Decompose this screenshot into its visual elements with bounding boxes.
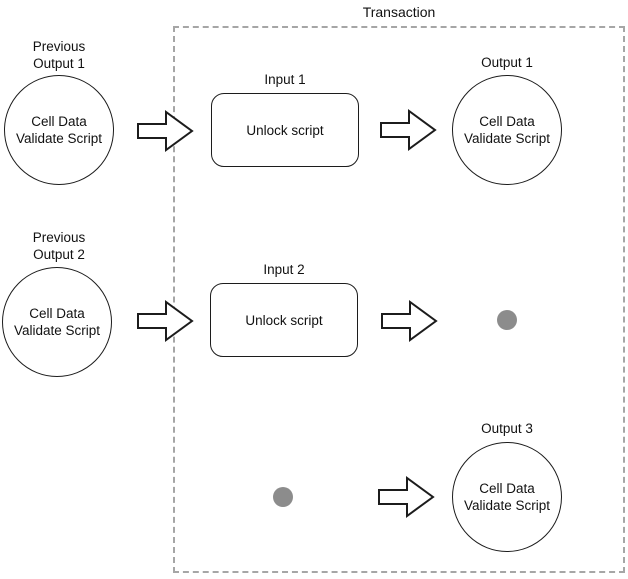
- input-1-body: Unlock script: [246, 122, 324, 138]
- previous-output-1-node: Cell Data Validate Script: [4, 75, 114, 185]
- output-1-body-line1: Cell Data: [479, 114, 535, 129]
- transaction-title: Transaction: [362, 4, 436, 20]
- previous-output-1-body-line1: Cell Data: [31, 114, 87, 129]
- output-3-node: Cell Data Validate Script: [452, 442, 562, 552]
- output-3-label: Output 3: [481, 421, 533, 436]
- input-1-label: Input 1: [264, 72, 306, 87]
- previous-output-2-body-line2: Validate Script: [13, 323, 101, 338]
- output-1-label: Output 1: [481, 55, 533, 70]
- omitted-output-dot-icon: [497, 310, 517, 330]
- previous-output-2-label-line1: Previous: [32, 230, 86, 245]
- previous-output-1-label-line1: Previous: [32, 39, 86, 54]
- arrow-right-icon: [380, 300, 438, 342]
- omitted-input-dot-icon: [273, 487, 293, 507]
- transaction-boundary: [173, 26, 625, 573]
- input-2-body: Unlock script: [245, 312, 323, 328]
- output-3-body-line1: Cell Data: [479, 481, 535, 496]
- input-1-node: Unlock script: [211, 93, 359, 167]
- output-3-body-line2: Validate Script: [463, 498, 551, 513]
- arrow-right-icon: [136, 110, 194, 152]
- previous-output-2-label: Previous Output 2: [0, 229, 118, 263]
- output-1-body-line2: Validate Script: [463, 131, 551, 146]
- arrow-right-icon: [377, 476, 435, 518]
- previous-output-2-body-line1: Cell Data: [29, 306, 85, 321]
- previous-output-1-label: Previous Output 1: [0, 38, 118, 72]
- input-2-label: Input 2: [263, 262, 305, 277]
- input-2-node: Unlock script: [210, 283, 358, 357]
- arrow-right-icon: [379, 109, 437, 151]
- arrow-right-icon: [136, 300, 194, 342]
- previous-output-2-label-line2: Output 2: [33, 247, 85, 262]
- previous-output-1-label-line2: Output 1: [33, 56, 85, 71]
- output-1-node: Cell Data Validate Script: [452, 75, 562, 185]
- previous-output-1-body-line2: Validate Script: [15, 131, 103, 146]
- previous-output-2-node: Cell Data Validate Script: [2, 267, 112, 377]
